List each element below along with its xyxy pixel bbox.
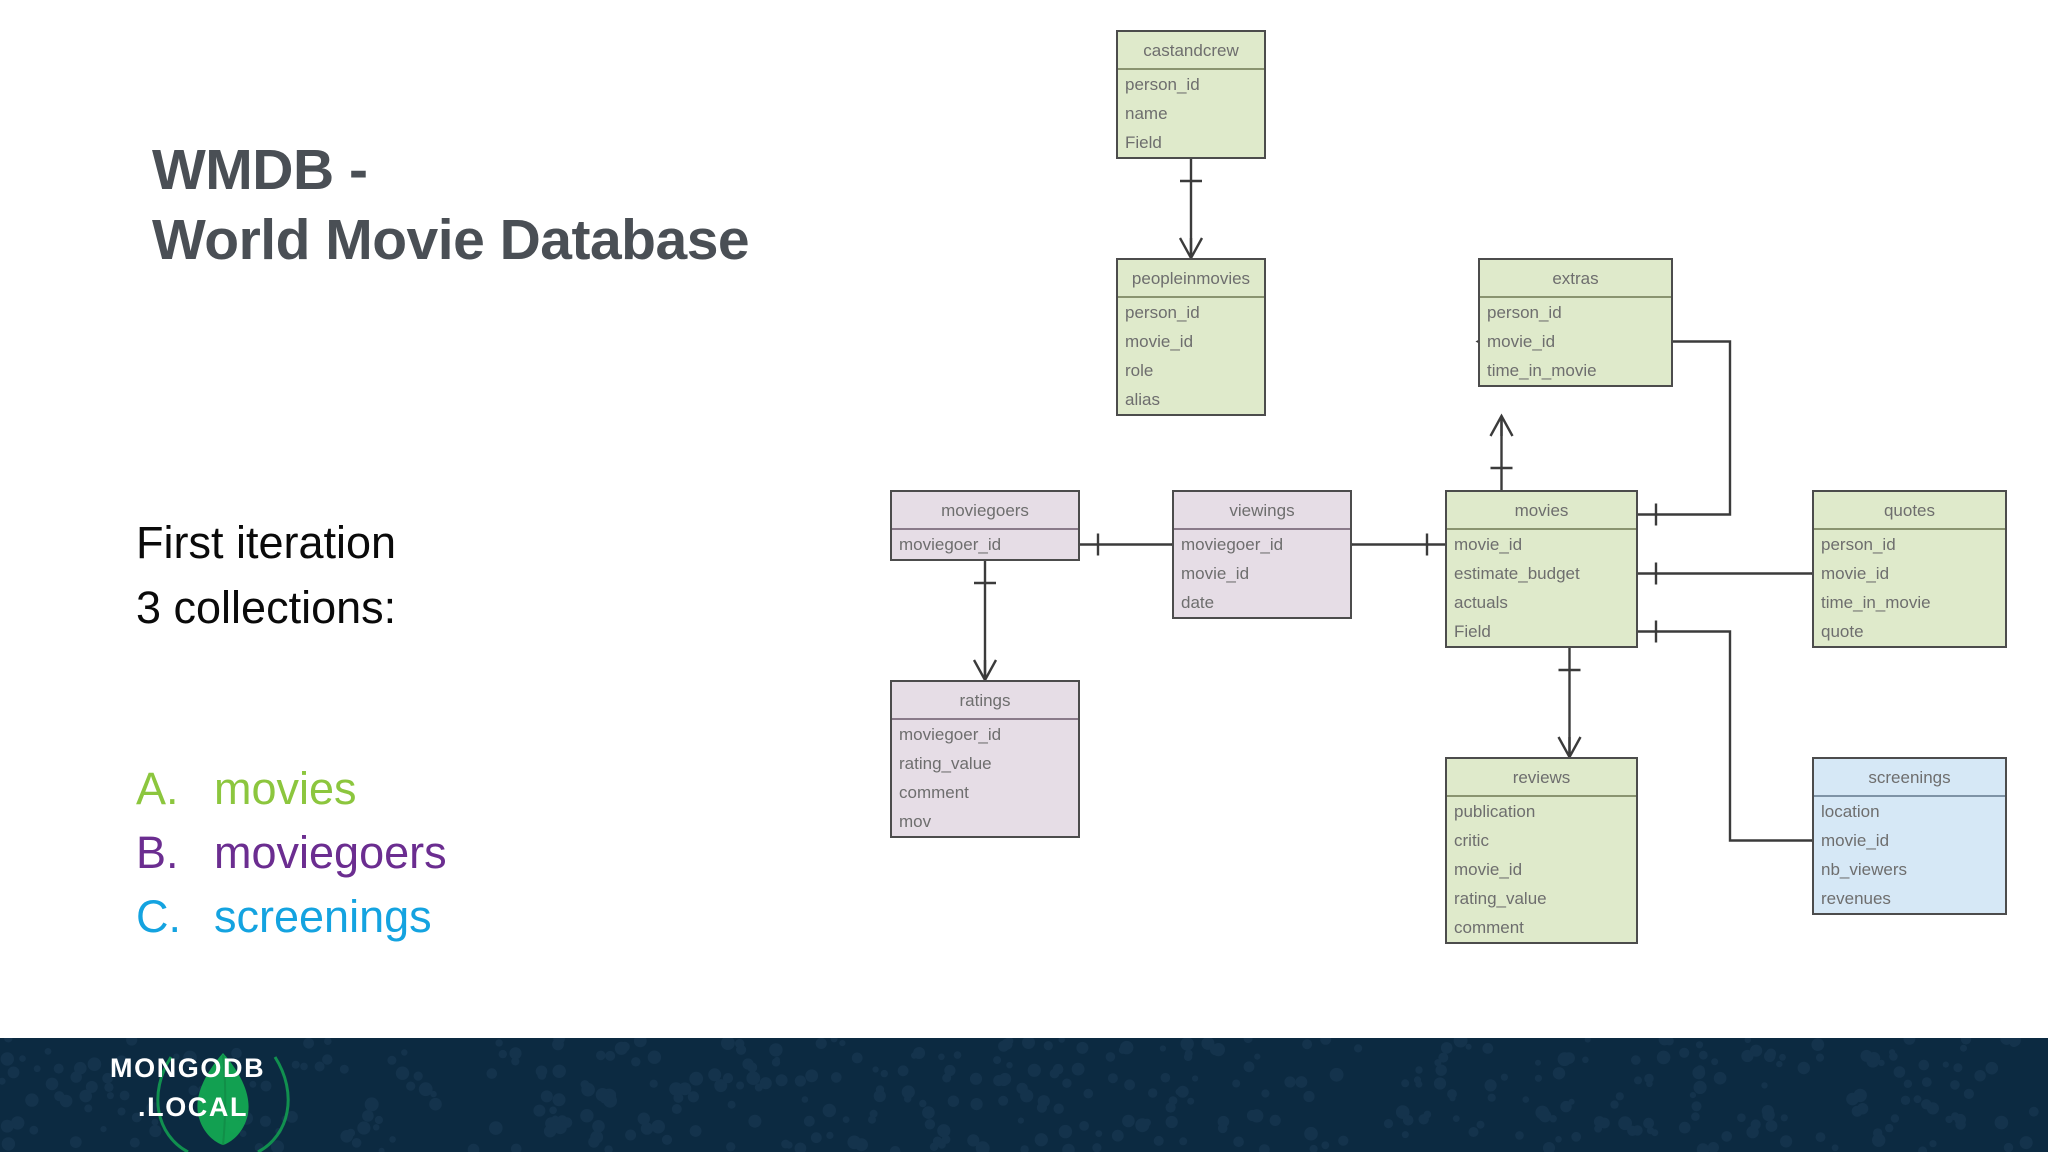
er-field: moviegoer_id bbox=[899, 725, 1002, 744]
body-lead-text: First iteration 3 collections: bbox=[136, 517, 397, 634]
er-field: location bbox=[1821, 802, 1880, 821]
leaf-icon bbox=[156, 1053, 290, 1152]
er-field: quote bbox=[1821, 622, 1864, 641]
list-item: B. moviegoers bbox=[136, 821, 896, 885]
brand-wordmark-primary: MONGODB bbox=[110, 1053, 266, 1083]
list-item-label: movies bbox=[214, 763, 357, 814]
brand-wordmark-secondary: .LOCAL bbox=[138, 1092, 249, 1122]
er-field: estimate_budget bbox=[1454, 564, 1580, 583]
er-field: person_id bbox=[1821, 535, 1896, 554]
footer-dot-pattern bbox=[0, 1038, 2039, 1152]
er-field: comment bbox=[899, 783, 969, 802]
list-item-label: screenings bbox=[214, 890, 432, 942]
er-table-extras: extras person_id movie_id time_in_movie bbox=[1478, 258, 1673, 387]
er-field: rating_value bbox=[1454, 889, 1547, 908]
er-table-title: screenings bbox=[1814, 759, 2005, 797]
er-field: movie_id bbox=[1487, 332, 1556, 351]
er-field: revenues bbox=[1821, 889, 1891, 908]
mongodb-local-logo bbox=[108, 1045, 338, 1152]
er-field: comment bbox=[1454, 918, 1524, 937]
er-field-list: location movie_id nb_viewers revenues bbox=[1814, 797, 2005, 913]
page-title: WMDB - World Movie Database bbox=[152, 138, 750, 273]
er-field: person_id bbox=[1125, 303, 1200, 322]
er-table-moviegoers: moviegoers moviegoer_id bbox=[890, 490, 1080, 561]
list-item: A. movies bbox=[136, 757, 896, 821]
er-field: actuals bbox=[1454, 593, 1508, 612]
footer-band bbox=[0, 1038, 2048, 1152]
er-field: Field bbox=[1125, 133, 1162, 152]
er-table-title: quotes bbox=[1814, 492, 2005, 530]
er-field: name bbox=[1125, 104, 1168, 123]
er-field: date bbox=[1181, 593, 1215, 612]
er-field: time_in_movie bbox=[1821, 593, 1931, 612]
er-field: rating_value bbox=[899, 754, 992, 773]
er-connector-layer bbox=[972, 159, 1833, 853]
er-field: movie_id bbox=[1454, 860, 1523, 879]
er-field: moviegoer_id bbox=[1181, 535, 1284, 554]
er-field: moviegoer_id bbox=[899, 535, 1002, 554]
er-table-title: ratings bbox=[892, 682, 1078, 720]
er-field: person_id bbox=[1125, 75, 1200, 94]
er-table-title: movies bbox=[1447, 492, 1636, 530]
er-field: role bbox=[1125, 361, 1154, 380]
er-field: mov bbox=[899, 812, 932, 831]
er-field: publication bbox=[1454, 802, 1536, 821]
collection-list: A. movies B. moviegoers C. screenings bbox=[136, 757, 896, 949]
er-field: movie_id bbox=[1125, 332, 1194, 351]
er-table-title: reviews bbox=[1447, 759, 1636, 797]
er-table-title: peopleinmovies bbox=[1118, 260, 1264, 298]
er-table-title: castandcrew bbox=[1118, 32, 1264, 70]
er-field: nb_viewers bbox=[1821, 860, 1907, 879]
er-field-list: person_id movie_id time_in_movie bbox=[1480, 298, 1671, 385]
list-item: C. screenings bbox=[136, 885, 896, 949]
er-table-title: viewings bbox=[1174, 492, 1350, 530]
er-table-reviews: reviews publication critic movie_id rating_v… bbox=[1445, 757, 1638, 944]
er-table-title: extras bbox=[1480, 260, 1671, 298]
list-item-label: moviegoers bbox=[214, 826, 447, 878]
er-field: movie_id bbox=[1181, 564, 1250, 583]
er-field: alias bbox=[1125, 390, 1160, 409]
list-item-marker: C. bbox=[136, 890, 181, 942]
er-field: time_in_movie bbox=[1487, 361, 1597, 380]
er-field: Field bbox=[1454, 622, 1491, 641]
er-field: movie_id bbox=[1454, 535, 1523, 554]
er-table-title: moviegoers bbox=[892, 492, 1078, 530]
er-field: movie_id bbox=[1821, 831, 1890, 850]
list-item-marker: A. bbox=[136, 763, 179, 814]
er-field: movie_id bbox=[1821, 564, 1890, 583]
er-field-list: moviegoer_id bbox=[892, 530, 1078, 559]
er-field: critic bbox=[1454, 831, 1489, 850]
er-field: person_id bbox=[1487, 303, 1562, 322]
list-item-marker: B. bbox=[136, 826, 179, 878]
